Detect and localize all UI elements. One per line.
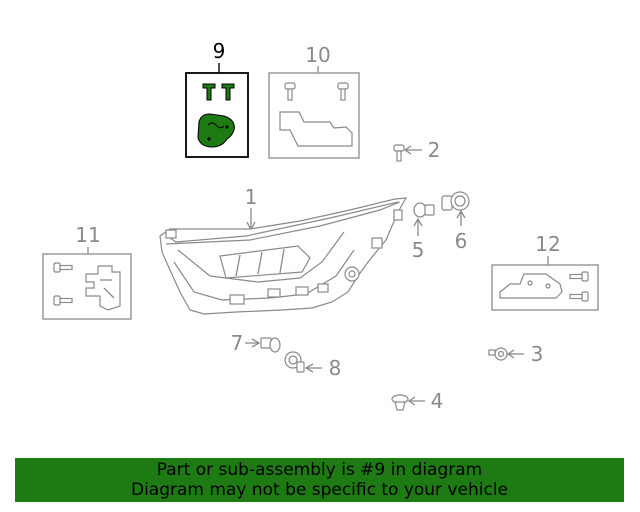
headlamp-drl-strip [169, 201, 399, 243]
callout-9: 9 [213, 39, 226, 63]
notice-line-1: Part or sub-assembly is #9 in diagram [156, 460, 483, 480]
callout-4-arrow [407, 396, 416, 406]
callout-2-arrow [403, 145, 412, 155]
notice-line-2: Diagram may not be specific to your vehi… [130, 480, 508, 500]
callout-10: 10 [305, 43, 330, 67]
part-9-group[interactable]: 9 [185, 39, 249, 158]
headlamp-projector-detail [257, 251, 263, 275]
headlamp-tabs [165, 209, 403, 305]
part-9-hole [225, 125, 229, 129]
notice-banner: Part or sub-assembly is #9 in diagram Di… [15, 458, 624, 502]
part-5-bulb-icon [413, 202, 435, 218]
headlamp-projector [219, 245, 311, 279]
callout-11: 11 [75, 223, 100, 247]
part-6-socket-icon [441, 191, 470, 211]
callout-6: 6 [455, 229, 468, 253]
part-2-screw-icon [393, 144, 405, 162]
callout-4: 4 [431, 389, 444, 413]
part-8-group[interactable]: 8 [284, 351, 342, 380]
callout-5-arrow [413, 217, 423, 227]
part-10-screw-icon [284, 82, 349, 101]
part-6-group[interactable]: 6 [441, 191, 470, 253]
callout-5: 5 [412, 238, 425, 262]
part-12-hole [527, 280, 533, 286]
part-7-group[interactable]: 7 [231, 331, 281, 355]
part-12-group[interactable]: 12 [491, 232, 599, 311]
part-11-bracket-icon [85, 265, 121, 311]
part-9-bracket-icon [197, 113, 235, 148]
part-7-bulb-icon [260, 337, 281, 353]
part-4-clip-icon [391, 394, 409, 411]
part-9-bracket-detail [207, 122, 225, 129]
callout-7-arrow [251, 338, 261, 348]
part-4-group[interactable]: 4 [391, 389, 444, 413]
part-9-hole [207, 137, 211, 141]
headlamp-projector-detail [235, 254, 241, 277]
part-9-clips-icon [202, 83, 235, 101]
part-12-screw-icon [569, 271, 589, 302]
part-2-group[interactable]: 2 [393, 138, 441, 162]
part-11-bracket-detail [103, 287, 115, 299]
callout-7: 7 [231, 331, 244, 355]
part-1-group[interactable]: 1 [159, 185, 408, 315]
callout-12: 12 [535, 232, 560, 256]
callout-3: 3 [531, 342, 544, 366]
part-3-fastener-icon [488, 347, 508, 361]
callout-3-arrow [506, 349, 515, 359]
part-11-screw-icon [53, 262, 73, 306]
headlamp-lens-line [165, 201, 401, 245]
part-10-bracket-icon [279, 111, 353, 147]
part-12-bracket-icon [499, 273, 563, 299]
callout-2: 2 [428, 138, 441, 162]
headlamp-projector-detail [279, 248, 285, 274]
part-5-group[interactable]: 5 [412, 202, 435, 262]
callout-8-arrow [304, 363, 314, 373]
callout-6-arrow [456, 209, 466, 219]
part-3-group[interactable]: 3 [488, 342, 544, 366]
callout-8: 8 [329, 356, 342, 380]
part-12-hole [545, 283, 551, 289]
headlamp-inner-outline [173, 249, 355, 301]
part-8-socket-icon [284, 351, 305, 373]
part-10-group[interactable]: 10 [268, 43, 360, 159]
callout-1: 1 [245, 185, 258, 209]
headlamp-inner-outline [177, 231, 345, 283]
part-11-group[interactable]: 11 [42, 223, 132, 320]
